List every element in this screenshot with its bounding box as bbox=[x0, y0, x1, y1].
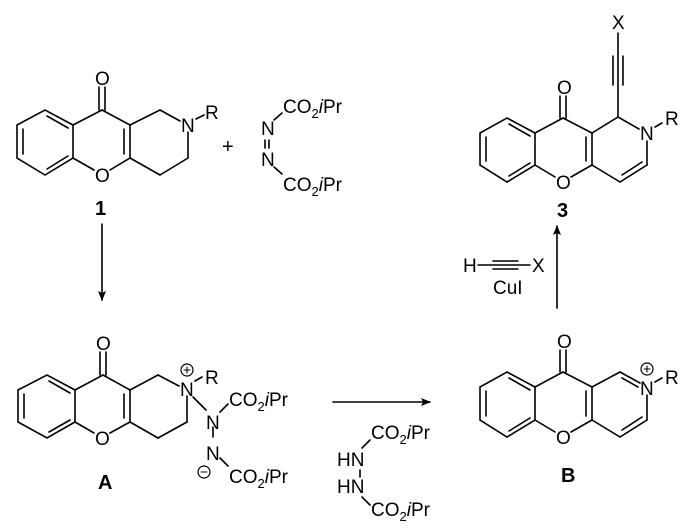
hn-top: HN bbox=[337, 450, 364, 471]
hn-bottom: HN bbox=[337, 477, 364, 498]
catalyst-cui: CuI bbox=[493, 278, 523, 299]
ring-oxygen: O bbox=[556, 428, 571, 449]
ester-bottom: CO2iPr bbox=[229, 467, 289, 491]
nitrogen-middle: N bbox=[206, 413, 220, 434]
ring-oxygen: O bbox=[95, 166, 110, 187]
ring-oxygen: O bbox=[95, 429, 110, 450]
product-3: X O O N R 3 bbox=[479, 13, 679, 222]
nitrogen: N bbox=[640, 124, 654, 145]
compound-label-b: B bbox=[561, 465, 575, 487]
reagents: H X CuI bbox=[463, 256, 545, 299]
alkyne-x-terminal: X bbox=[612, 13, 625, 34]
nitrogen-anion: N bbox=[206, 444, 220, 465]
intermediate-a: O O N R N N CO2iPr CO2iPr A bbox=[17, 334, 289, 494]
hydrazine-dicarboxylate-byproduct: HN HN CO2iPr CO2iPr bbox=[337, 423, 431, 524]
ester-bottom: CO2iPr bbox=[371, 500, 431, 524]
alkyne-x: X bbox=[532, 256, 545, 277]
compound-label-3: 3 bbox=[557, 200, 568, 222]
substituent-r: R bbox=[205, 368, 219, 389]
ring-oxygen: O bbox=[556, 173, 571, 194]
ester-top: CO2iPr bbox=[229, 390, 289, 414]
plus-sign: + bbox=[222, 136, 234, 158]
substituent-r: R bbox=[665, 368, 679, 389]
ester-top: CO2iPr bbox=[283, 97, 343, 121]
carbonyl-oxygen: O bbox=[557, 78, 572, 99]
ester-bottom: CO2iPr bbox=[283, 175, 343, 199]
carbonyl-oxygen: O bbox=[96, 334, 111, 355]
diisopropyl-azodicarboxylate: N N CO2iPr CO2iPr bbox=[261, 97, 343, 199]
nitrogen: N bbox=[181, 116, 195, 137]
compound-label-1: 1 bbox=[95, 198, 106, 220]
carbonyl-oxygen: O bbox=[557, 332, 572, 353]
nitrogen-bottom: N bbox=[261, 150, 275, 171]
nitrogen-cation: N bbox=[180, 380, 194, 401]
ester-top: CO2iPr bbox=[371, 423, 431, 447]
nitrogen-cation: N bbox=[640, 379, 654, 400]
compound-label-a: A bbox=[98, 472, 112, 494]
intermediate-b: O O N R B bbox=[479, 332, 679, 487]
compound-1: O O N R 1 bbox=[16, 69, 219, 220]
nitrogen-top: N bbox=[261, 119, 275, 140]
alkyne-h: H bbox=[463, 256, 477, 277]
substituent-r: R bbox=[665, 109, 679, 130]
carbonyl-oxygen: O bbox=[95, 69, 110, 90]
substituent-r: R bbox=[205, 103, 219, 124]
